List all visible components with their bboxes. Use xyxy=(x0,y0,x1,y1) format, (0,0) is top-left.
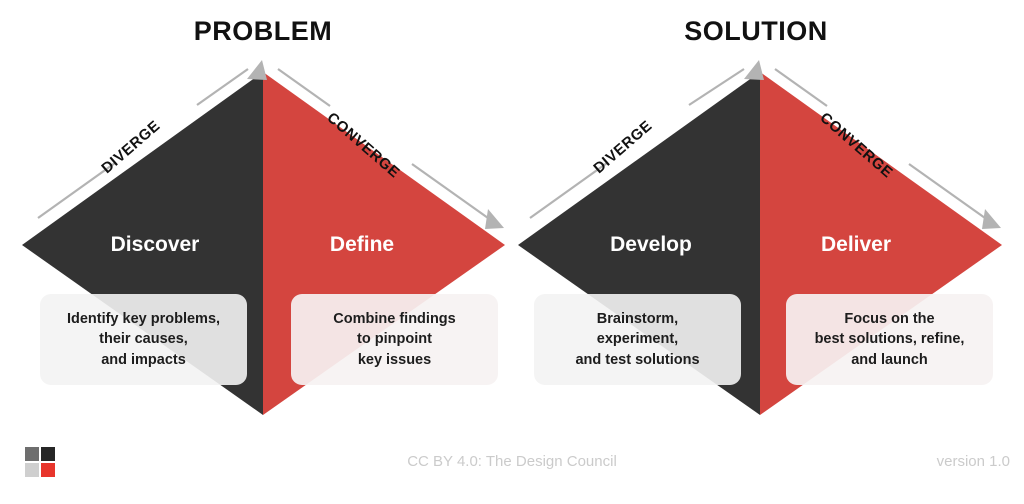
arrow-diverge-1-head xyxy=(247,60,267,80)
arrow-diverge-1 xyxy=(37,68,249,219)
phase-label-define: Define xyxy=(329,233,395,256)
logo-tile-bottom-left xyxy=(25,463,39,477)
logo-tile-top-right xyxy=(41,447,55,461)
arrow-converge-2-head xyxy=(982,209,1001,229)
phase-label-develop: Develop xyxy=(610,233,692,256)
arrow-diverge-2 xyxy=(529,68,745,219)
callout-discover-text: Identify key problems,their causes,and i… xyxy=(66,310,221,368)
callout-discover: Identify key problems,their causes,and i… xyxy=(40,294,247,385)
footer-credit: CC BY 4.0: The Design Council xyxy=(407,453,617,470)
arrow-converge-1 xyxy=(277,68,489,219)
design-council-logo-icon xyxy=(25,447,55,477)
logo-tile-top-left xyxy=(25,447,39,461)
arrow-converge-2 xyxy=(774,68,986,219)
footer-version: version 1.0 xyxy=(936,453,1010,470)
section-title-problem: PROBLEM xyxy=(193,16,333,46)
arrow-diverge-2-head xyxy=(744,60,764,80)
callout-develop: Brainstorm,experiment,and test solutions xyxy=(534,294,741,385)
phase-label-discover: Discover xyxy=(110,233,200,256)
arrow-converge-1-head xyxy=(485,209,504,229)
phase-label-deliver: Deliver xyxy=(820,233,892,256)
callout-develop-text: Brainstorm,experiment,and test solutions xyxy=(575,310,700,368)
section-title-solution: SOLUTION xyxy=(684,16,828,46)
logo-tile-bottom-right xyxy=(41,463,55,477)
